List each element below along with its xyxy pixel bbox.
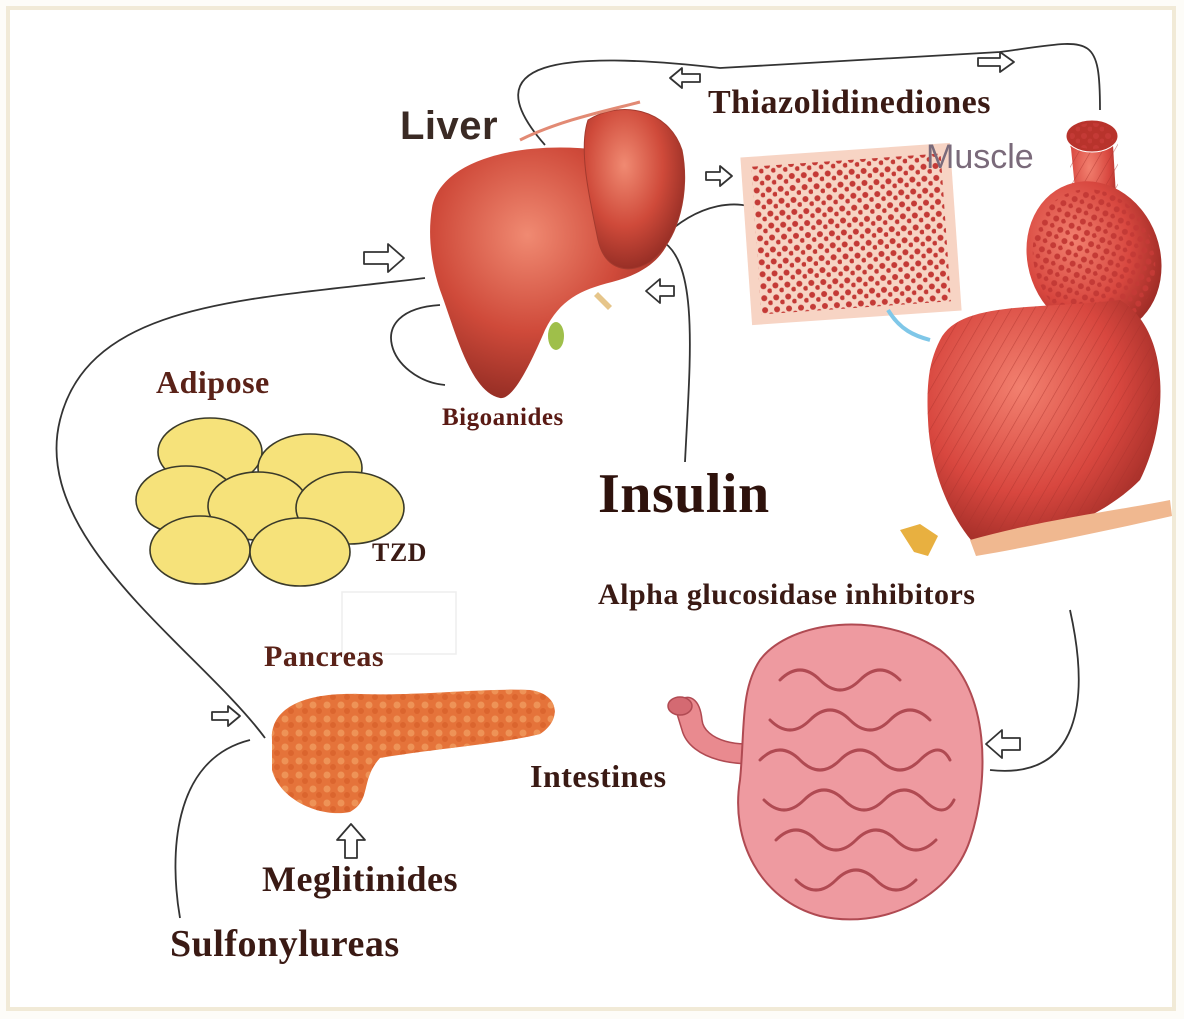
arrow-into-muscle-icon (706, 166, 732, 186)
intestines-label: Intestines (530, 758, 667, 795)
meglitinides-label: Meglitinides (262, 858, 458, 900)
alpha-glucosidase-inhibitors-label: Alpha glucosidase inhibitors (598, 578, 975, 612)
adipose-illustration (136, 418, 404, 586)
insulin-connector (660, 204, 760, 462)
bigoanides-label: Bigoanides (442, 404, 564, 432)
arrow-right-thiazo-icon (978, 52, 1014, 72)
sulfonylureas-connector (175, 740, 250, 918)
muscle-label: Muscle (926, 138, 1034, 177)
pancreas-illustration (272, 690, 555, 813)
pancreas-label: Pancreas (264, 640, 384, 674)
intestines-illustration (668, 625, 982, 920)
sulfonylureas-label: Sulfonylureas (170, 922, 400, 966)
tzd-label: TZD (372, 538, 427, 568)
arrow-into-pancreas-icon (212, 706, 240, 726)
arrow-left-thiazo-icon (670, 68, 700, 88)
liver-label: Liver (400, 104, 498, 149)
arrow-up-pancreas-icon (337, 824, 365, 858)
bigoanides-connector (391, 305, 445, 385)
arrow-insulin-to-liver-icon (646, 279, 674, 303)
insulin-label: Insulin (598, 462, 770, 526)
arrow-into-liver-icon (364, 244, 404, 272)
arrow-into-intestines-icon (986, 730, 1020, 758)
adipose-label: Adipose (156, 364, 270, 401)
thiazolidinediones-label: Thiazolidinediones (708, 84, 991, 122)
